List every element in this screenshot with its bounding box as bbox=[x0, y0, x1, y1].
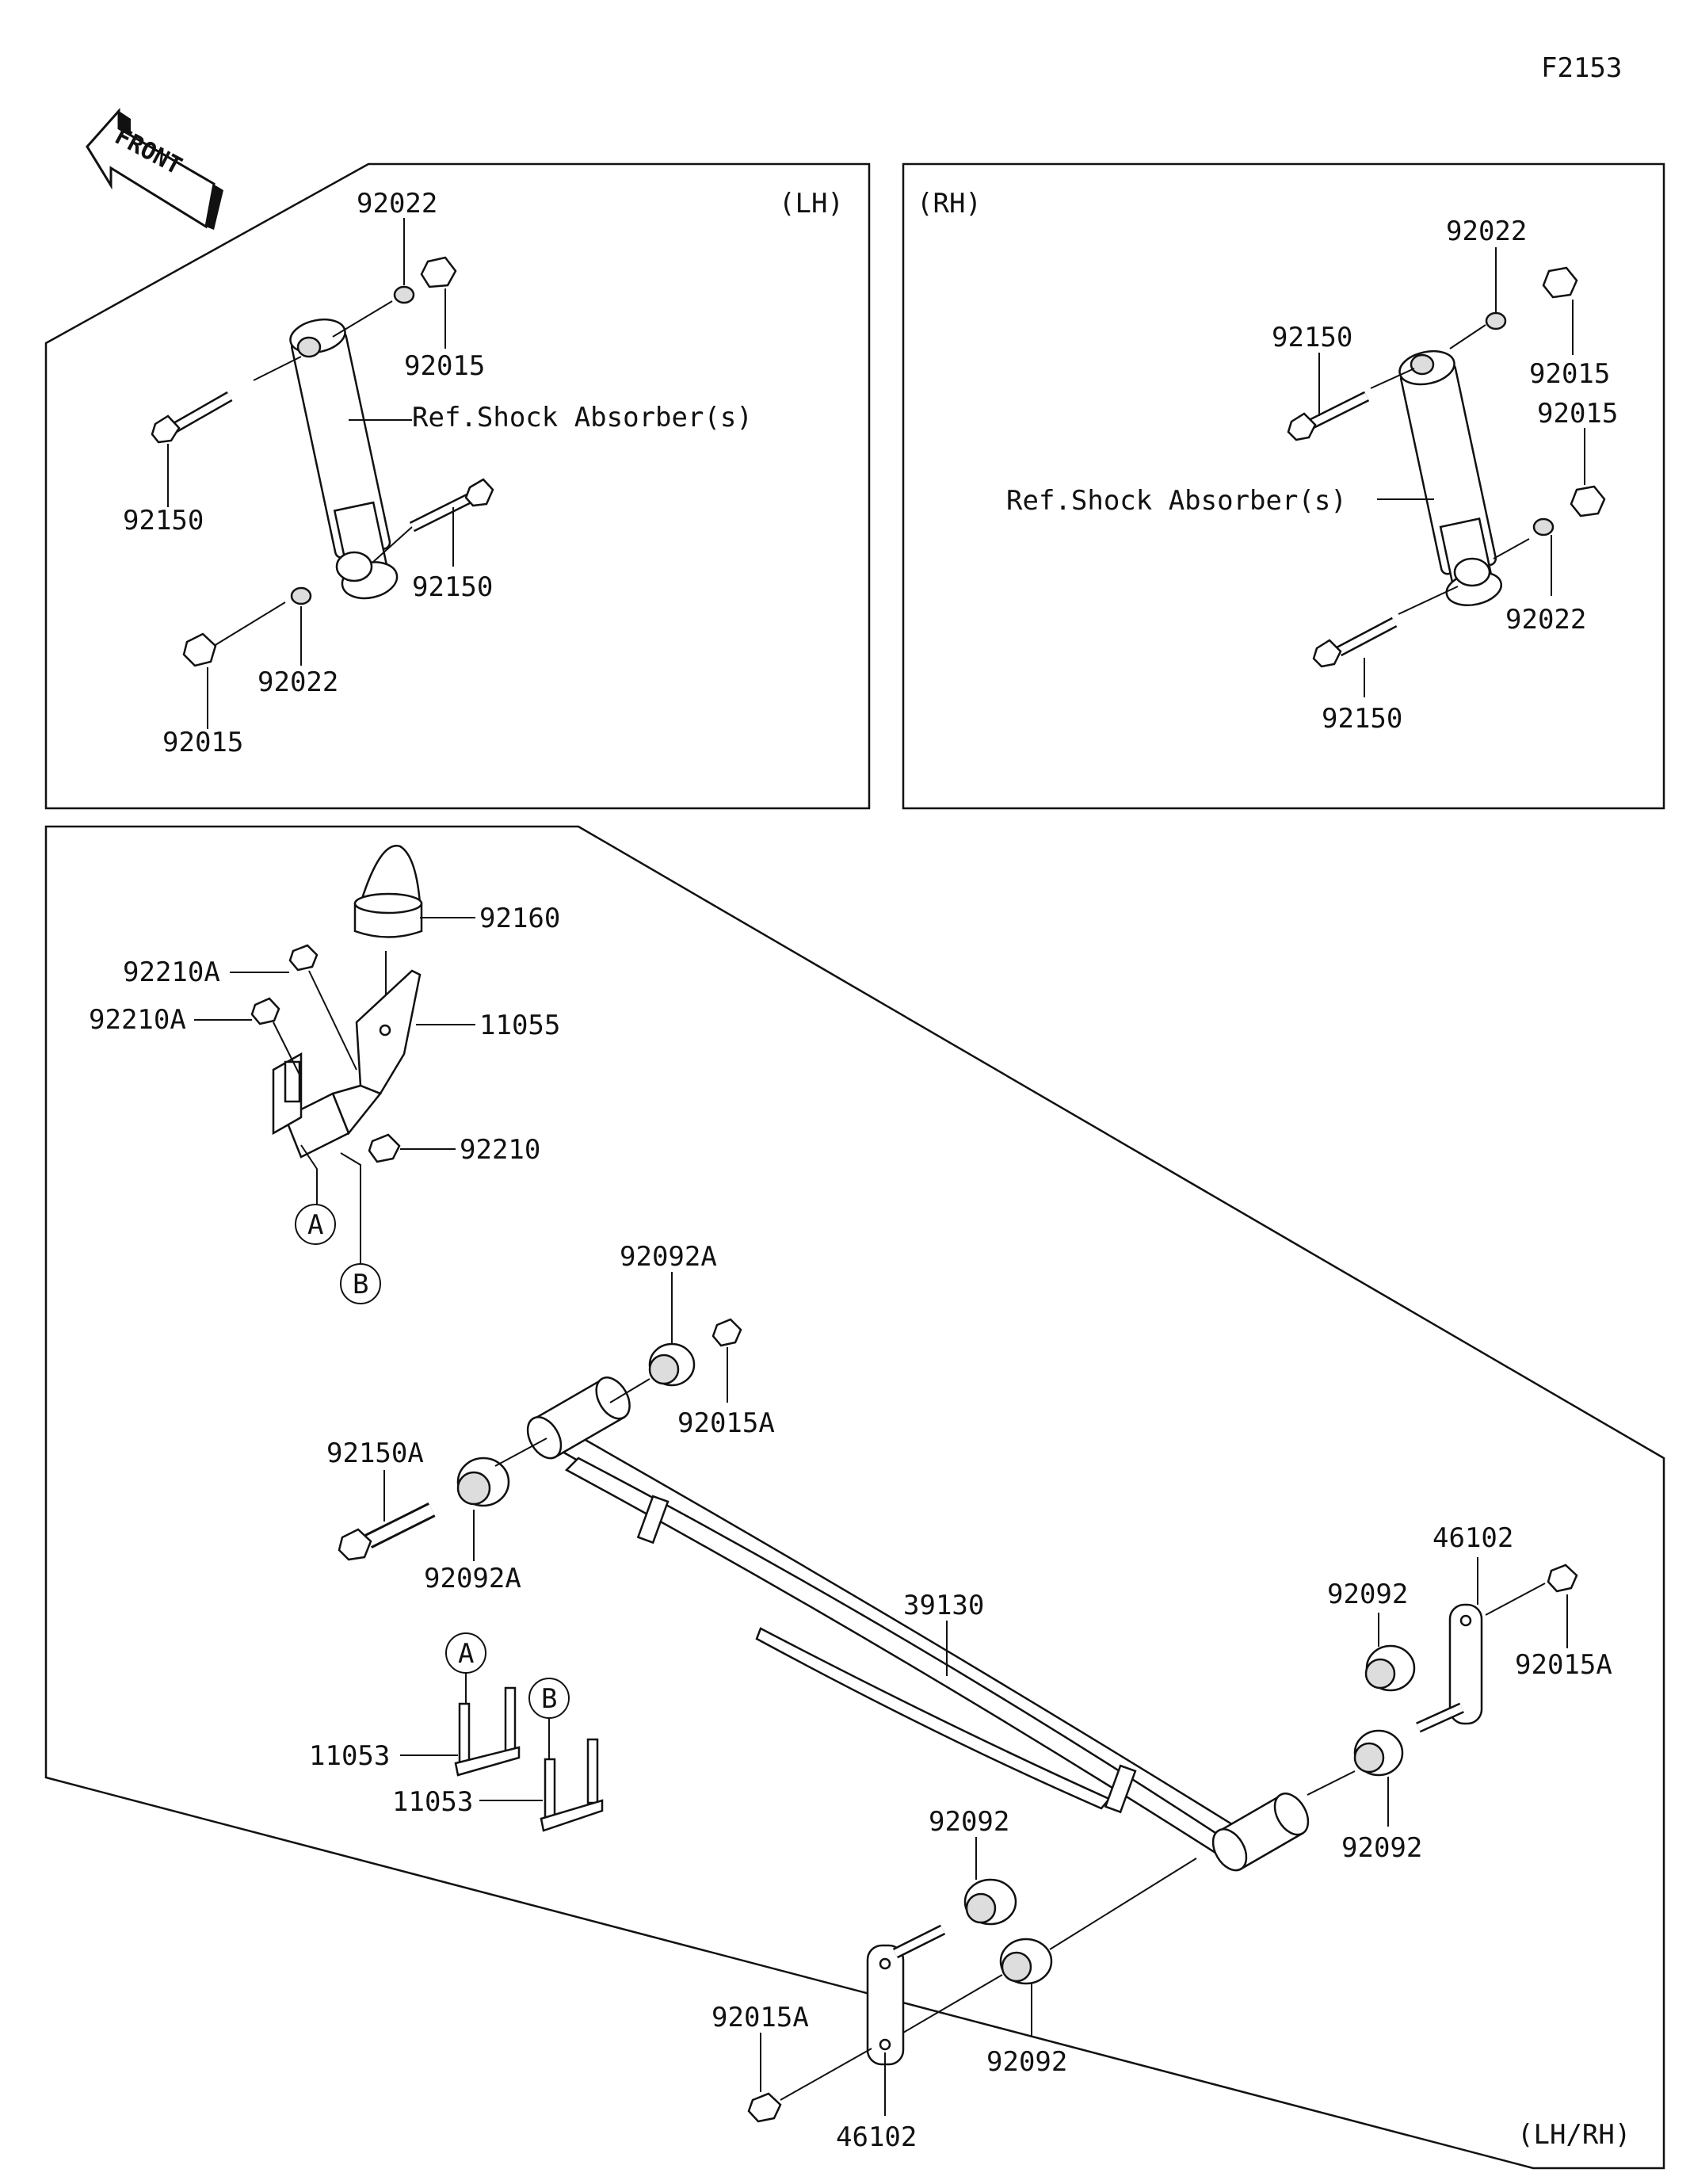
label-nut-r: 92015A bbox=[1515, 1649, 1612, 1681]
bolt-92150a-icon bbox=[338, 1502, 436, 1561]
shackle-46102-left-icon bbox=[866, 1924, 946, 2066]
label-bush-l1: 92092 bbox=[929, 1806, 1009, 1838]
washer-92022-rh-bottom-icon bbox=[1532, 517, 1555, 536]
label-bush-l2: 92092 bbox=[986, 2046, 1067, 2078]
label-nut-a2: 92210A bbox=[89, 1004, 186, 1036]
label-bush-r1: 92092 bbox=[1327, 1579, 1408, 1610]
nut-92015-rh-mid-icon bbox=[1570, 485, 1606, 517]
nut-92015-lh-bottom-icon bbox=[182, 632, 217, 667]
label-lh-washer-top: 92022 bbox=[357, 188, 437, 220]
bushing-92092a-top-icon bbox=[648, 1342, 696, 1387]
label-bushing-top: 92092A bbox=[620, 1241, 717, 1273]
panel-lh-side: (LH) bbox=[779, 188, 844, 220]
bump-stop-92160-icon bbox=[353, 845, 423, 938]
callout-ubolt-b: B bbox=[541, 1683, 557, 1715]
bolt-92150-lh-top-icon bbox=[151, 391, 233, 444]
panel-lh: (LH) bbox=[44, 162, 871, 810]
bolt-92150-lh-bottom-icon bbox=[409, 478, 494, 533]
label-lh-nut-top: 92015 bbox=[404, 350, 485, 382]
label-lh-ref-shock: Ref.Shock Absorber(s) bbox=[412, 402, 753, 433]
bolt-92150-rh-top-icon bbox=[1287, 391, 1370, 441]
nut-92015a-icon bbox=[711, 1318, 742, 1347]
bushing-92092-r2-icon bbox=[1353, 1729, 1404, 1777]
panel-spring: (LH/RH) 92160 92210A 92210 bbox=[44, 825, 1665, 2170]
shackle-46102-right-icon bbox=[1416, 1603, 1483, 1733]
callout-b: B bbox=[353, 1269, 368, 1300]
shock-absorber-rh bbox=[1398, 349, 1502, 606]
label-rh-washer-top: 92022 bbox=[1446, 216, 1527, 247]
label-rh-bolt-bottom: 92150 bbox=[1322, 703, 1402, 735]
label-rh-nut-mid: 92015 bbox=[1537, 398, 1618, 430]
label-leaf-spring: 39130 bbox=[903, 1590, 984, 1621]
label-nut-eye: 92015A bbox=[677, 1407, 775, 1439]
label-nut-a1: 92210A bbox=[123, 956, 220, 988]
label-ubolt-b: 11053 bbox=[392, 1786, 473, 1818]
callout-b-circle bbox=[340, 1263, 381, 1304]
label-bolt-eye: 92150A bbox=[326, 1438, 424, 1469]
bushing-92092-l1-icon bbox=[963, 1878, 1017, 1926]
label-bushing-eye: 92092A bbox=[424, 1563, 521, 1594]
bushing-92092-r1-icon bbox=[1364, 1644, 1416, 1692]
nut-92210a-1-icon bbox=[288, 944, 319, 972]
callout-ubolt-a: A bbox=[458, 1638, 474, 1670]
nut-92015a-left-icon bbox=[747, 2092, 782, 2123]
ubolt-11053-b-icon bbox=[540, 1738, 604, 1832]
label-shackle-r: 46102 bbox=[1432, 1522, 1513, 1554]
label-rh-ref-shock: Ref.Shock Absorber(s) bbox=[1006, 485, 1347, 517]
washer-92022-lh-bottom-icon bbox=[290, 586, 312, 605]
bracket-11055-icon bbox=[272, 969, 422, 1159]
washer-92022-rh-top-icon bbox=[1485, 311, 1507, 330]
bushing-92092a-eye-icon bbox=[456, 1457, 510, 1507]
washer-92022-lh-top-icon bbox=[393, 285, 415, 304]
label-lh-bolt-top: 92150 bbox=[123, 505, 204, 536]
front-arrow-icon: FRONT bbox=[86, 108, 223, 230]
callout-a: A bbox=[307, 1209, 323, 1241]
label-rh-bolt-top: 92150 bbox=[1272, 322, 1352, 353]
label-bush-r2: 92092 bbox=[1341, 1832, 1422, 1864]
label-bump-stop: 92160 bbox=[479, 903, 560, 934]
label-bracket: 11055 bbox=[479, 1010, 560, 1041]
panel-spring-side: (LH/RH) bbox=[1517, 2119, 1631, 2151]
figure-code: F2153 bbox=[1541, 52, 1622, 84]
label-lh-nut-bottom: 92015 bbox=[162, 727, 243, 758]
bolt-92150-rh-bottom-icon bbox=[1312, 617, 1398, 668]
nut-92015-rh-top-icon bbox=[1542, 266, 1578, 299]
label-lh-washer-bottom: 92022 bbox=[258, 666, 338, 698]
label-nut-l: 92015A bbox=[711, 2002, 809, 2033]
nut-92210a-2-icon bbox=[250, 997, 280, 1025]
label-rh-washer-bottom: 92022 bbox=[1505, 604, 1586, 636]
nut-92015a-right-icon bbox=[1547, 1564, 1578, 1593]
panel-rh: (RH) bbox=[902, 162, 1665, 810]
label-lh-bolt-bottom: 92150 bbox=[412, 571, 493, 603]
label-shackle-l: 46102 bbox=[836, 2121, 917, 2153]
label-nut-bracket: 92210 bbox=[460, 1134, 540, 1166]
label-ubolt-a: 11053 bbox=[309, 1740, 390, 1772]
shock-absorber-lh bbox=[289, 318, 399, 600]
nut-92210-icon bbox=[368, 1133, 401, 1163]
bushing-92092-l2-icon bbox=[999, 1938, 1053, 1985]
ubolt-11053-a-icon bbox=[454, 1686, 521, 1777]
callout-a-circle bbox=[295, 1204, 336, 1245]
panel-rh-side: (RH) bbox=[917, 188, 982, 220]
label-rh-nut-top: 92015 bbox=[1529, 358, 1610, 390]
nut-92015-lh-top-icon bbox=[420, 256, 457, 288]
leaf-spring-39130-icon bbox=[526, 1376, 1310, 1872]
